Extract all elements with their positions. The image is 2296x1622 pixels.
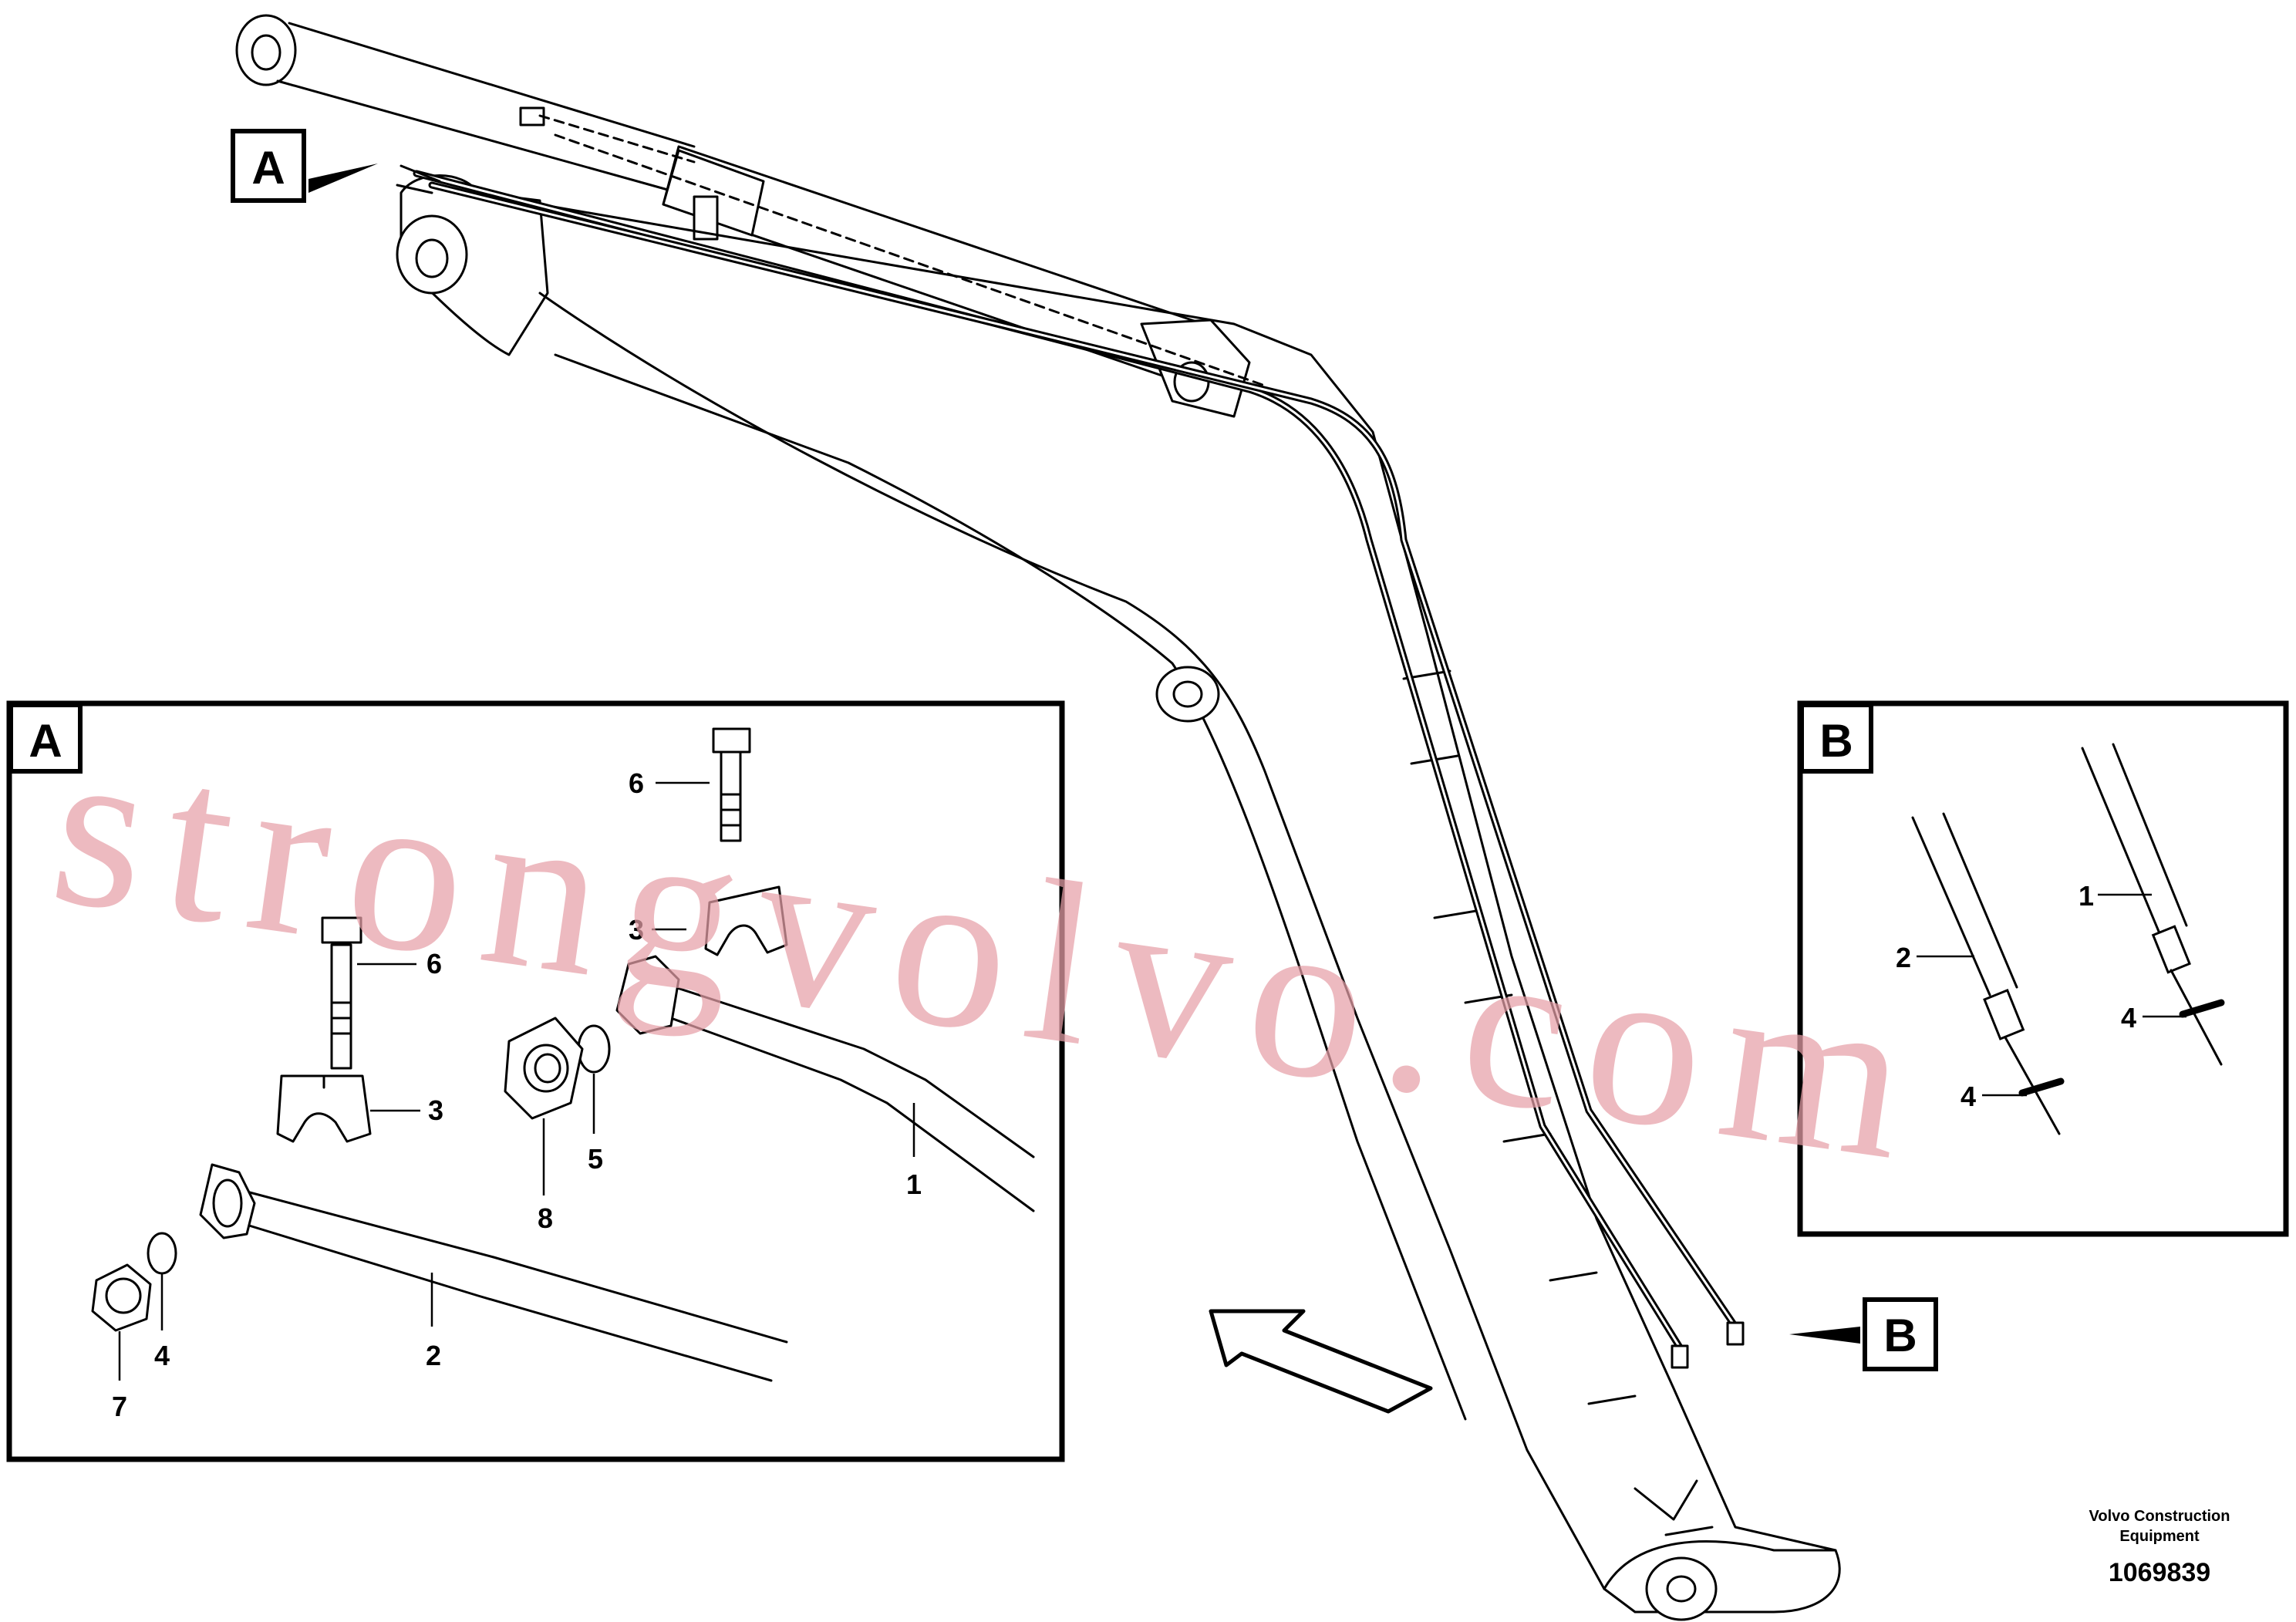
inset-a-label-7: 7 [112,1391,127,1422]
boom-tip-pin [1645,1556,1718,1621]
boom-mid-boss [1155,666,1220,723]
credit-company-line1: Volvo Construction [2089,1508,2230,1525]
inset-b-gasket-4-upper [2179,999,2225,1018]
callout-a: A [231,129,378,203]
inset-b-tube-1 [2081,743,2188,935]
inset-a-panel: A [6,700,1065,1462]
inset-b-tube-2 [1911,812,2018,996]
credit-company-line2: Equipment [2119,1528,2200,1545]
inset-b-label-1: 1 [2079,880,2094,912]
inset-b-panel: B 1 2 4 4 [1797,700,2289,1237]
inset-a-label-6-lower: 6 [426,948,442,980]
inset-a-label-4: 4 [154,1340,170,1371]
inset-a-bolt-6-upper [712,727,751,842]
inset-b-label-2: 2 [1896,942,1911,973]
inset-a-tag: A [29,715,62,767]
doc-number: 1069839 [2109,1558,2210,1587]
inset-a-clamp-3-upper [704,885,788,956]
inset-b-label-4-upper: 4 [2121,1002,2136,1034]
inset-a-label-8: 8 [538,1202,553,1234]
inset-a-label-5: 5 [588,1143,603,1175]
boom-assembly [235,14,1841,1621]
inset-b-tag: B [1819,715,1853,767]
inset-a-label-6-upper: 6 [629,767,644,799]
inset-a-tube-2 [238,1190,788,1382]
inset-b-gasket-4-lower [2018,1077,2065,1097]
callout-a-label: A [251,142,285,194]
inset-b-label-4-lower: 4 [1961,1081,1976,1112]
inset-a-tube-1 [662,982,1035,1212]
callout-b-label: B [1883,1310,1917,1361]
direction-arrow [1209,1309,1433,1414]
inset-a-nut-7 [91,1263,152,1332]
inset-a-label-3-lower: 3 [428,1094,443,1126]
inset-a-oring-4 [147,1232,177,1275]
boom-foot-pin [396,214,468,295]
credit-block: Volvo Construction Equipment 1069839 [2089,1508,2230,1587]
inset-a-label-3-upper: 3 [629,914,644,946]
inset-a-bolt-6-lower [321,916,362,1070]
callout-b: B [1789,1297,1938,1371]
inset-a-clamp-3-lower [276,1074,372,1143]
inset-a-label-1: 1 [906,1168,922,1200]
inset-a-nut-8 [504,1017,584,1120]
inset-a-label-2: 2 [426,1340,441,1371]
cylinder-eye [235,14,297,86]
